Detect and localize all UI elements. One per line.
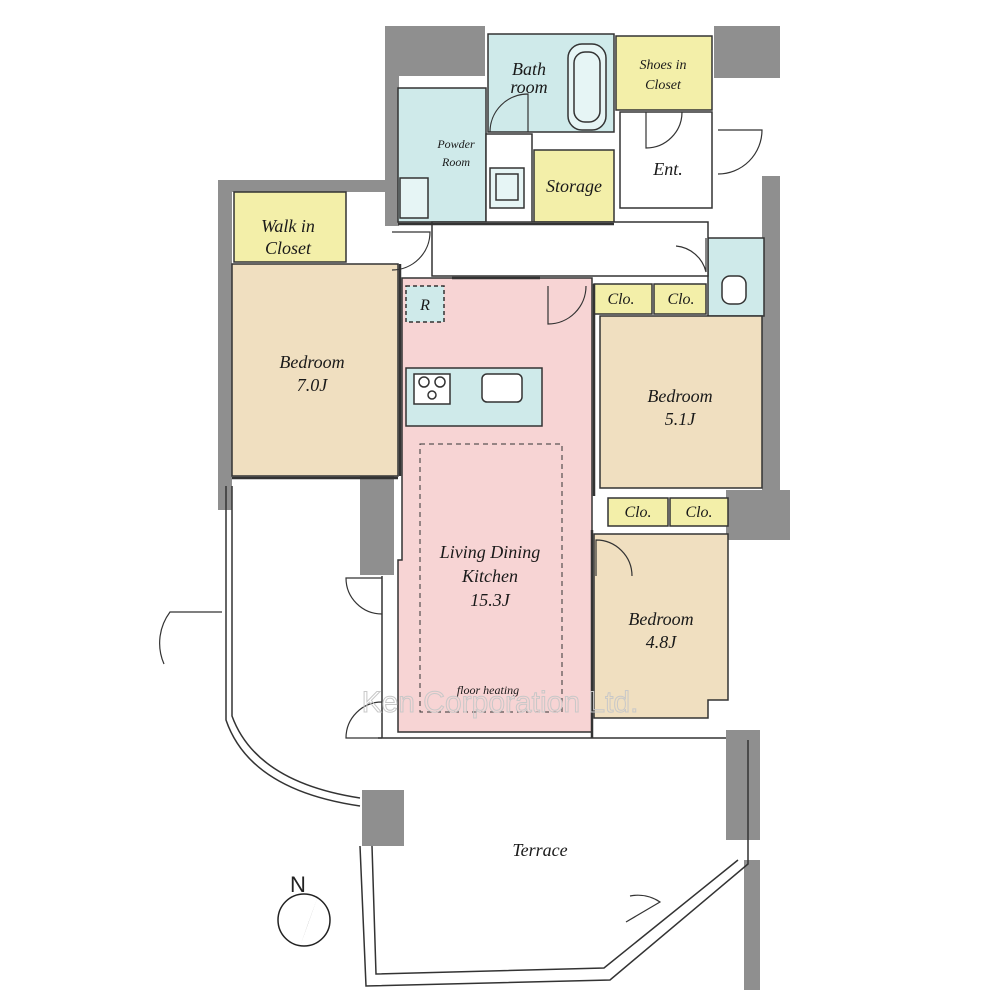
toilet-east-tank xyxy=(721,275,747,305)
label-powder-room-2: Room xyxy=(441,155,470,169)
wall-east-lower xyxy=(726,730,760,840)
label-shoes-closet-2: Closet xyxy=(645,78,682,93)
hall-floor xyxy=(431,221,709,277)
door-bedroom-south xyxy=(595,539,633,577)
door-terrace xyxy=(625,894,662,923)
label-refrigerator: R xyxy=(419,297,430,314)
exterior-walls xyxy=(218,26,790,990)
bathtub-inner xyxy=(573,51,601,123)
terrace-outline-inner xyxy=(371,845,739,975)
partitions xyxy=(232,222,614,738)
label-ldk-size: 15.3J xyxy=(470,590,511,610)
door-ldk xyxy=(547,285,587,325)
wall-north-left xyxy=(385,26,485,76)
wall-column-mid xyxy=(360,475,394,575)
label-walk-in-closet-2: Closet xyxy=(265,238,312,258)
label-bathroom-2: room xyxy=(510,77,547,97)
balcony-west-outline-inner xyxy=(231,486,361,799)
bedroom-east-floor xyxy=(599,315,763,489)
wall-east-mid xyxy=(726,490,790,540)
terrace-outline xyxy=(359,740,749,987)
label-walk-in-closet-1: Walk in xyxy=(261,216,315,236)
label-bedroom-east: Bedroom xyxy=(647,386,712,406)
label-bedroom-south-size: 4.8J xyxy=(646,632,678,652)
label-bedroom-south: Bedroom xyxy=(628,609,693,629)
label-ldk-2: Kitchen xyxy=(461,566,518,586)
wall-terrace-east xyxy=(744,860,760,990)
label-entrance: Ent. xyxy=(652,159,683,179)
bedroom-west-floor xyxy=(231,263,399,477)
wall-east-ent xyxy=(762,176,780,496)
closet-floor-3 xyxy=(607,497,669,527)
floor-heating-zone xyxy=(419,443,563,713)
burner-2 xyxy=(434,376,446,388)
door-ent-inner xyxy=(645,111,683,149)
outdoor-outlines xyxy=(225,486,749,987)
ldk-floor xyxy=(397,277,593,733)
kitchen-sink xyxy=(481,373,523,403)
compass-needle-icon xyxy=(300,896,318,946)
closet-floor-4 xyxy=(669,497,729,527)
wall-north-bedroom xyxy=(218,180,398,192)
door-bathroom xyxy=(489,93,529,133)
fixtures xyxy=(399,43,747,713)
shoes-closet-floor xyxy=(615,35,713,111)
label-ldk-1: Living Dining xyxy=(439,542,541,562)
room-labels: Bath room Shoes in Closet Powder Room St… xyxy=(261,58,713,860)
bedroom-south-floor xyxy=(593,533,729,719)
label-terrace: Terrace xyxy=(512,840,567,860)
label-bedroom-west: Bedroom xyxy=(279,352,344,372)
walk-in-closet-floor xyxy=(233,191,347,263)
label-powder-room-1: Powder xyxy=(436,137,475,151)
door-bedroom-west-balcony xyxy=(345,577,383,615)
door-balcony-west xyxy=(159,611,222,665)
wall-terrace-column xyxy=(362,790,404,846)
label-closet-1: Clo. xyxy=(607,291,634,308)
refrigerator-space xyxy=(405,285,445,323)
wall-north-block xyxy=(385,26,399,226)
burner-3 xyxy=(427,390,437,400)
burner-1 xyxy=(418,376,430,388)
washing-machine-inner xyxy=(495,173,519,201)
door-ldk-balcony xyxy=(345,701,383,739)
watermark: Ken Corporation Ltd. xyxy=(362,686,639,719)
balcony-west-outline xyxy=(225,486,361,807)
label-closet-4: Clo. xyxy=(685,504,712,521)
door-entrance xyxy=(717,129,763,175)
label-storage: Storage xyxy=(546,176,602,196)
label-bedroom-east-size: 5.1J xyxy=(665,409,697,429)
label-shoes-closet-1: Shoes in xyxy=(639,58,686,73)
wall-north-right xyxy=(714,26,780,78)
closet-floor-1 xyxy=(593,283,653,315)
entrance-floor xyxy=(619,111,713,209)
closet-floor-2 xyxy=(653,283,707,315)
compass-north-label: N xyxy=(290,872,306,897)
compass: N xyxy=(277,872,331,947)
label-closet-3: Clo. xyxy=(624,504,651,521)
label-floor-heating: floor heating xyxy=(457,683,519,697)
wall-west-upper xyxy=(218,180,232,510)
washbasin-counter xyxy=(399,177,429,219)
doors xyxy=(159,93,763,923)
door-toilet-east xyxy=(675,238,707,273)
compass-ring xyxy=(277,893,331,947)
bathtub xyxy=(567,43,607,131)
label-bedroom-west-size: 7.0J xyxy=(297,375,329,395)
label-bathroom-1: Bath xyxy=(512,59,546,79)
label-closet-2: Clo. xyxy=(667,291,694,308)
